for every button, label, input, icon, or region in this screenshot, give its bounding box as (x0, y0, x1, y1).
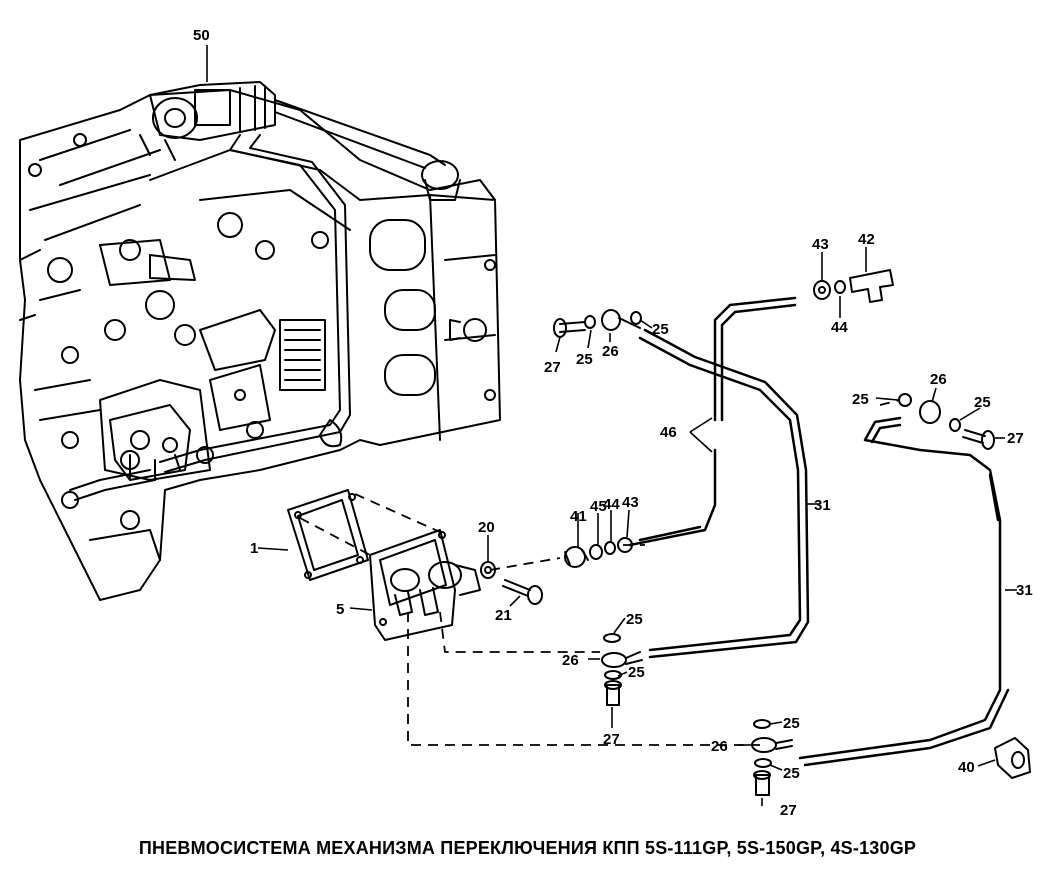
label-46: 46 (660, 424, 677, 441)
oring-44a (834, 280, 846, 294)
label-27-b: 27 (1007, 430, 1024, 447)
bolt-21 (502, 579, 543, 605)
cylinder-hoses (69, 134, 351, 501)
assembly-dashed-lines (299, 399, 901, 746)
label-1: 1 (250, 540, 258, 557)
label-45: 45 (590, 498, 607, 515)
leader-lines (206, 45, 1017, 806)
label-27-d: 27 (780, 802, 797, 819)
tube-31-right (798, 416, 1010, 767)
label-42: 42 (858, 231, 875, 248)
label-25-d: 25 (974, 394, 991, 411)
label-44-b: 44 (603, 496, 620, 513)
label-50: 50 (193, 27, 210, 44)
label-26-a: 26 (602, 343, 619, 360)
label-41: 41 (570, 508, 587, 525)
nut-43a (813, 280, 831, 300)
label-25-c: 25 (852, 391, 869, 408)
label-43-b: 43 (622, 494, 639, 511)
shift-cylinder-50 (139, 81, 461, 201)
label-44-top: 44 (831, 319, 848, 336)
tube-31-long (638, 328, 810, 659)
oring-44b (604, 541, 616, 555)
valve-block-5 (369, 529, 481, 641)
label-27-c: 27 (603, 731, 620, 748)
label-31-a: 31 (814, 497, 831, 514)
label-26-d: 26 (711, 738, 728, 755)
label-21: 21 (495, 607, 512, 624)
label-27-a: 27 (544, 359, 561, 376)
shift-valve-assembly (109, 404, 191, 481)
part-labels: 50 43 42 44 25 27 25 26 46 25 26 25 27 3… (193, 27, 1033, 819)
tube-46-upper (628, 448, 717, 547)
label-25-e: 25 (626, 611, 643, 628)
clamp-40 (994, 737, 1031, 779)
label-25-b: 25 (576, 351, 593, 368)
label-5: 5 (336, 601, 344, 618)
label-25-f: 25 (628, 664, 645, 681)
label-43-top: 43 (812, 236, 829, 253)
label-25-a: 25 (652, 321, 669, 338)
label-25-g: 25 (783, 715, 800, 732)
oring-45 (589, 544, 603, 560)
gearbox-housing (19, 89, 501, 601)
tube-46-lower (713, 296, 797, 422)
gasket-1 (287, 489, 369, 581)
label-25-h: 25 (783, 765, 800, 782)
label-26-c: 26 (562, 652, 579, 669)
label-20: 20 (478, 519, 495, 536)
tee-42 (849, 269, 894, 303)
fitting-41 (564, 546, 589, 568)
label-26-b: 26 (930, 371, 947, 388)
label-31-b: 31 (1016, 582, 1033, 599)
label-40: 40 (958, 759, 975, 776)
diagram-caption: ПНЕВМОСИСТЕМА МЕХАНИЗМА ПЕРЕКЛЮЧЕНИЯ КПП… (138, 838, 917, 858)
banjo-26-top (553, 309, 642, 338)
